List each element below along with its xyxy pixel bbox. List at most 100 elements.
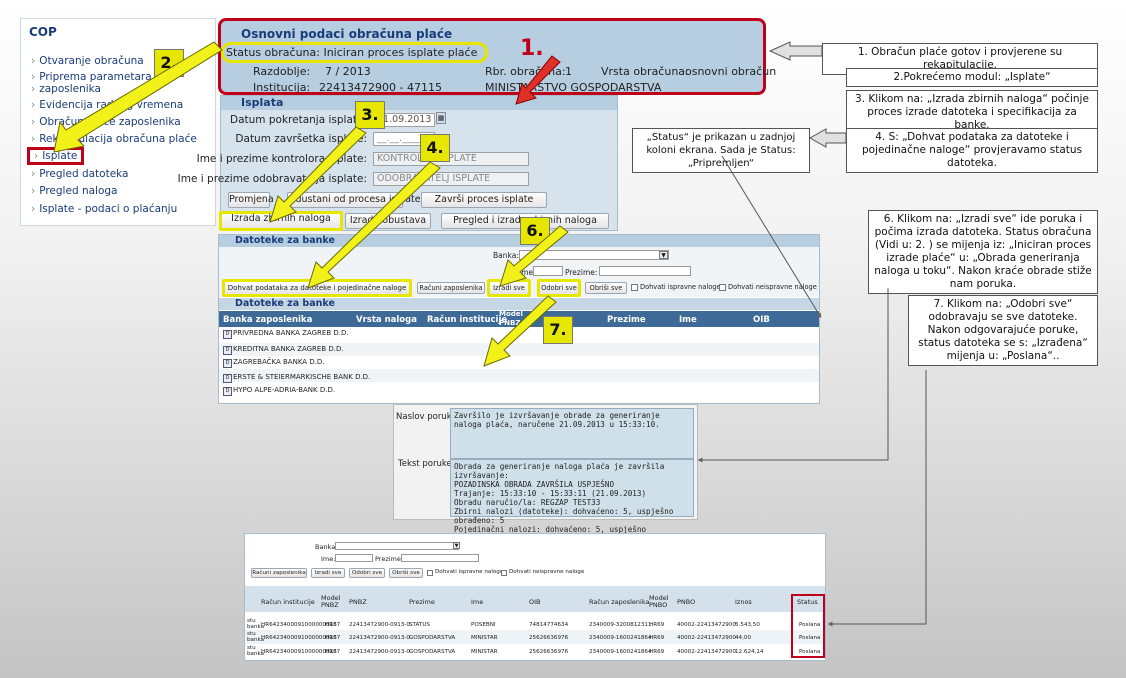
datum-pokretanja-input[interactable]: 21.09.2013 <box>373 113 435 127</box>
datum-pokretanja-label: Datum pokretanja isplate: <box>230 114 367 126</box>
b-banka-select[interactable] <box>335 542 459 550</box>
step-3-badge: 3. <box>355 101 385 129</box>
izrada-zbirnih-naloga-button[interactable]: Izrada zbirnih naloga <box>219 211 343 231</box>
cell-racun-zap: 2340009-3200812311 <box>589 622 652 628</box>
cell-oib: 25626636976 <box>529 649 569 655</box>
b-ispravne-checkbox[interactable] <box>427 570 433 576</box>
sidebar-item-rekapitulacija[interactable]: Rekapitulacija obračuna plaće <box>31 133 197 145</box>
odobri-sve-button[interactable]: Odobri sve <box>537 279 581 297</box>
cell-ime: MINISTAR <box>471 649 498 655</box>
cell-iznos: 5.543,50 <box>735 622 760 628</box>
step-1-badge: 1. <box>520 36 544 61</box>
zavrsi-proces-button[interactable]: Završi proces isplate <box>421 192 547 208</box>
chevron-down-icon[interactable]: ▼ <box>659 251 668 259</box>
bank-row[interactable]: KREDITNA BANKA ZAGREB D.D. <box>223 345 344 355</box>
col-racun: Račun institucije <box>427 315 508 325</box>
cell-model2: HR69 <box>649 635 665 641</box>
kontrolor-input[interactable]: KONTROLOR ISPLATE <box>373 152 529 166</box>
cell-pnbz: 22413472900-0913-0 <box>349 635 410 641</box>
tekst-line: Obrada za generiranje naloga plaća je za… <box>454 462 665 480</box>
promjena-button[interactable]: Promjena <box>228 192 274 208</box>
b-col-pnbz-sub: PNBZ <box>321 601 339 609</box>
sidebar-item-pregled-naloga[interactable]: Pregled naloga <box>31 185 117 197</box>
b-prezime-input[interactable] <box>401 554 479 562</box>
b-neispravne-label: Dohvati neispravne naloge <box>509 569 585 575</box>
b-col-status: Status <box>797 598 818 606</box>
cell-pnbz: 22413472900-0913-0 <box>349 649 410 655</box>
institucija-label: Institucija: <box>253 81 311 94</box>
neispravne-label: Dohvati neispravne naloge <box>728 283 817 291</box>
b-col-pnbo-sub: PNBO <box>649 601 668 609</box>
sidebar-item-evidencija[interactable]: Evidencija radnog vremena <box>31 99 183 111</box>
tekst-label: Tekst poruke: <box>398 459 455 469</box>
b-banka-label: Banka: <box>315 543 338 551</box>
ministarstvo-name: MINISTARSTVO GOSPODARSTVA <box>485 81 662 94</box>
racuni-zaposlenika-button[interactable]: Računi zaposlenika <box>417 282 485 294</box>
razdoblje-value: 7 / 2013 <box>325 65 371 78</box>
col-oib: OIB <box>753 315 770 325</box>
ispravne-checkbox[interactable] <box>631 284 638 291</box>
sidebar-item-isplate[interactable]: Isplate <box>27 147 85 165</box>
calendar-icon[interactable]: ▦ <box>436 112 446 124</box>
sidebar-item-obracun[interactable]: Obračun plaće zaposlenika <box>31 116 180 128</box>
bank-row[interactable]: ERSTE & STEIERMARKISCHE BANK D.D. <box>223 373 370 383</box>
arrow-callout-1 <box>768 41 823 61</box>
prezime-input[interactable] <box>599 266 691 276</box>
chevron-down-icon[interactable]: ▼ <box>453 542 460 549</box>
row-lead: stu banka <box>247 645 265 657</box>
b-izradi-button[interactable]: Izradi sve <box>311 568 345 578</box>
cell-model: HR67 <box>325 635 341 641</box>
razdoblje-label: Razdoblje: <box>253 65 311 78</box>
sidebar-item-otvaranje[interactable]: Otvaranje obračuna <box>31 55 144 67</box>
obracun-header-title: Osnovni podaci obračuna plaće <box>241 27 453 41</box>
ispravne-label: Dohvati ispravne naloge <box>640 283 721 291</box>
cell-oib: 74814774634 <box>529 622 569 628</box>
callout-6: 6. Klikom na: „Izradi sve“ ide poruka i … <box>868 210 1098 294</box>
cell-racun-zap: 2340009-1600241864 <box>589 635 652 641</box>
sidebar-title: COP <box>29 25 57 39</box>
sidebar-item-isplate-podaci[interactable]: Isplate - podaci o plaćanju <box>31 203 177 215</box>
cell-racun: HR6423400091000000013 <box>261 635 337 641</box>
odobravatelj-input[interactable]: ODOBRAVATELJ ISPLATE <box>373 172 529 186</box>
bank-row[interactable]: HYPO ALPE-ADRIA-BANK D.D. <box>223 386 335 396</box>
izrada-obustava-button[interactable]: Izrada obustava <box>345 213 431 229</box>
banka-select[interactable] <box>519 250 669 260</box>
col-ime: Ime <box>679 315 697 325</box>
b-col-racun-zap: Račun zaposlenika <box>589 598 650 606</box>
callout-4: 4. S: „Dohvat podataka za datoteke i poj… <box>846 128 1098 173</box>
status-obracuna: Status obračuna: Iniciran proces isplate… <box>221 42 489 63</box>
odobravatelj-label: Ime i prezime odobravatelja isplate: <box>177 173 367 185</box>
b-obrisi-button[interactable]: Obriši sve <box>389 568 423 578</box>
cell-pnbo: 40002-22413472900 <box>677 635 736 641</box>
neispravne-checkbox[interactable] <box>719 284 726 291</box>
cell-model: HR67 <box>325 622 341 628</box>
b-racuni-button[interactable]: Računi zaposlenika <box>251 568 307 578</box>
obrisi-sve-button[interactable]: Obriši sve <box>585 282 627 294</box>
sidebar-item-pregled-datoteka[interactable]: Pregled datoteka <box>31 168 128 180</box>
cell-prezime: GOSPODARSTVA <box>409 635 456 641</box>
sidebar-item-priprema[interactable]: Priprema parametara <box>31 71 151 83</box>
bank-row[interactable]: PRIVREDNA BANKA ZAGREB D.D. <box>223 329 349 339</box>
b-ime-label: Ime: <box>321 555 336 563</box>
dohvat-podataka-button[interactable]: Dohvat podataka za datoteke i pojedinačn… <box>222 279 412 297</box>
b-col-model: Model <box>321 594 341 602</box>
izradi-sve-button[interactable]: Izradi sve <box>487 279 531 297</box>
ime-input[interactable] <box>533 266 563 276</box>
odustani-button[interactable]: Odustani od procesa isplate <box>287 192 421 208</box>
cell-iznos: 12.624,14 <box>735 649 764 655</box>
cell-oib: 25626636976 <box>529 635 569 641</box>
cell-ime: MINISTAR <box>471 635 498 641</box>
sidebar-item-label: zaposlenika <box>39 83 101 95</box>
b-ime-input[interactable] <box>335 554 373 562</box>
bank-row[interactable]: ZAGREBAČKA BANKA D.D. <box>223 358 325 368</box>
sidebar-item-priprema-cont[interactable]: zaposlenika <box>31 83 101 95</box>
message-panel: Naslov poruke: Završilo je izvršavanje o… <box>393 404 698 543</box>
b-neispravne-checkbox[interactable] <box>501 570 507 576</box>
rbr-label: Rbr. obračuna: <box>485 65 566 78</box>
col-banka: Banka zaposlenika <box>223 315 313 325</box>
row-lead: stu banka <box>247 631 265 643</box>
prezime-label: Prezime: <box>565 268 598 277</box>
b-col-prezime: Prezime <box>409 598 435 606</box>
b-odobri-button[interactable]: Odobri sve <box>349 568 385 578</box>
col-vrsta: Vrsta naloga <box>356 315 417 325</box>
